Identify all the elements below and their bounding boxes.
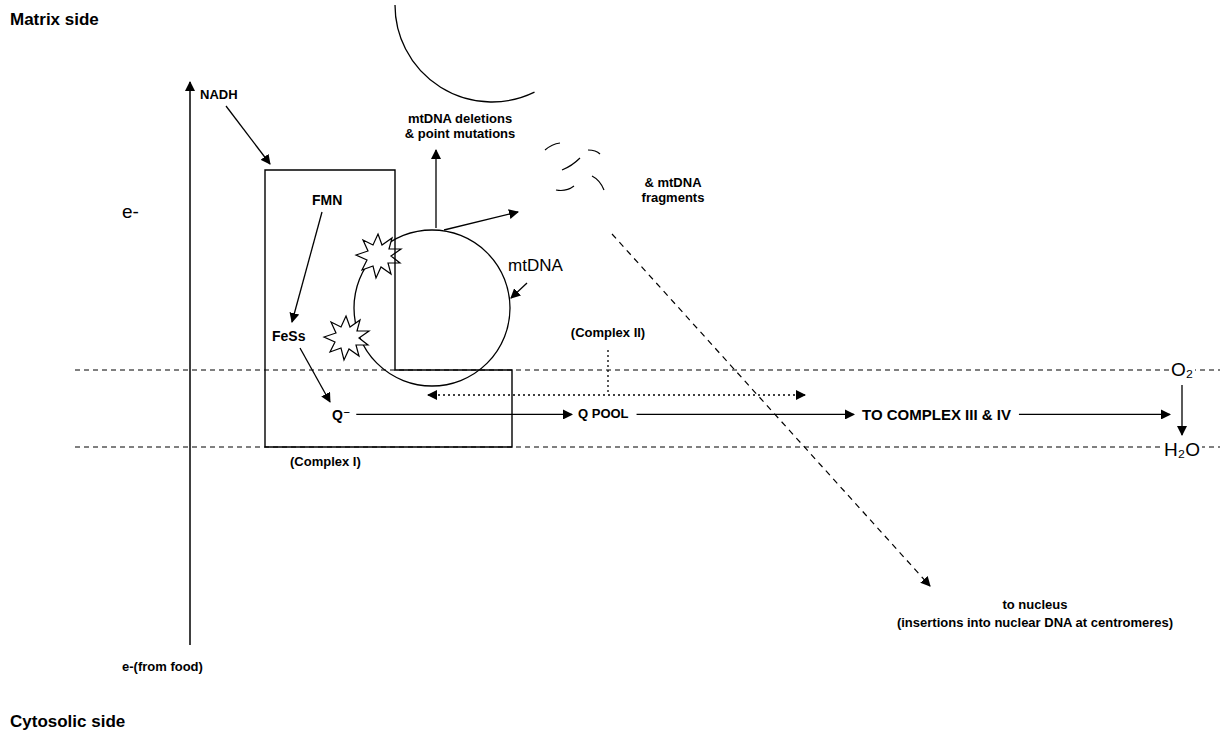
text-label: Cytosolic side (10, 712, 125, 732)
complex-box: FMNFeSsQ⁻(Complex I) (265, 170, 512, 447)
flow-arrow (292, 212, 322, 322)
node-text: (Complex I) (290, 455, 361, 470)
mtdna-fragment (562, 158, 580, 170)
mtdna-fragment (588, 150, 600, 154)
membrane-boundary (75, 370, 1220, 371)
text-label: Matrix side (10, 10, 99, 30)
flow-arrow (1019, 414, 1170, 415)
text-label: mtDNA deletions & point mutations (396, 112, 524, 142)
flow-arrow (226, 106, 270, 164)
damage-starburst (356, 234, 401, 278)
reduction-arrow (1181, 385, 1182, 435)
node-text: Q⁻ (332, 407, 350, 423)
text-label: Q POOL (578, 407, 629, 422)
mutation-arrow (435, 150, 436, 228)
text-label: TO COMPLEX III & IV (862, 406, 1011, 423)
node-text: FMN (312, 192, 342, 208)
text-label: O₂ (1169, 359, 1195, 381)
complex-outline (265, 170, 512, 447)
complex-outline (265, 170, 512, 447)
damage-starburst (324, 316, 369, 360)
text-label: e-(from food) (122, 660, 203, 675)
mitochondrion-arc (395, 5, 535, 102)
flow-arrow (356, 414, 572, 415)
text-label: NADH (200, 88, 238, 103)
text-label: to nucleus (1002, 598, 1067, 613)
text-label: (insertions into nuclear DNA at centrome… (897, 616, 1173, 631)
flow-arrow (300, 348, 330, 402)
text-label: & mtDNA fragments (635, 176, 711, 206)
node-text: FeSs (272, 328, 305, 344)
text-label: e- (122, 201, 139, 223)
text-label: (Complex II) (571, 326, 645, 341)
mtdna-fragment (545, 143, 560, 150)
mtdna-circle (354, 230, 510, 386)
complex-ii-link (607, 350, 608, 395)
pointer-arrow (511, 283, 527, 298)
mutation-arrow (444, 212, 518, 230)
text-label: H₂O (1162, 439, 1202, 461)
mtdna-fragment (592, 176, 604, 190)
mtdna-fragment (556, 186, 574, 191)
complex-ii-link (428, 394, 805, 395)
flow-arrow (637, 414, 854, 415)
electron-arrow (189, 82, 191, 645)
membrane-boundary (75, 447, 1220, 448)
text-label: mtDNA (508, 256, 563, 276)
